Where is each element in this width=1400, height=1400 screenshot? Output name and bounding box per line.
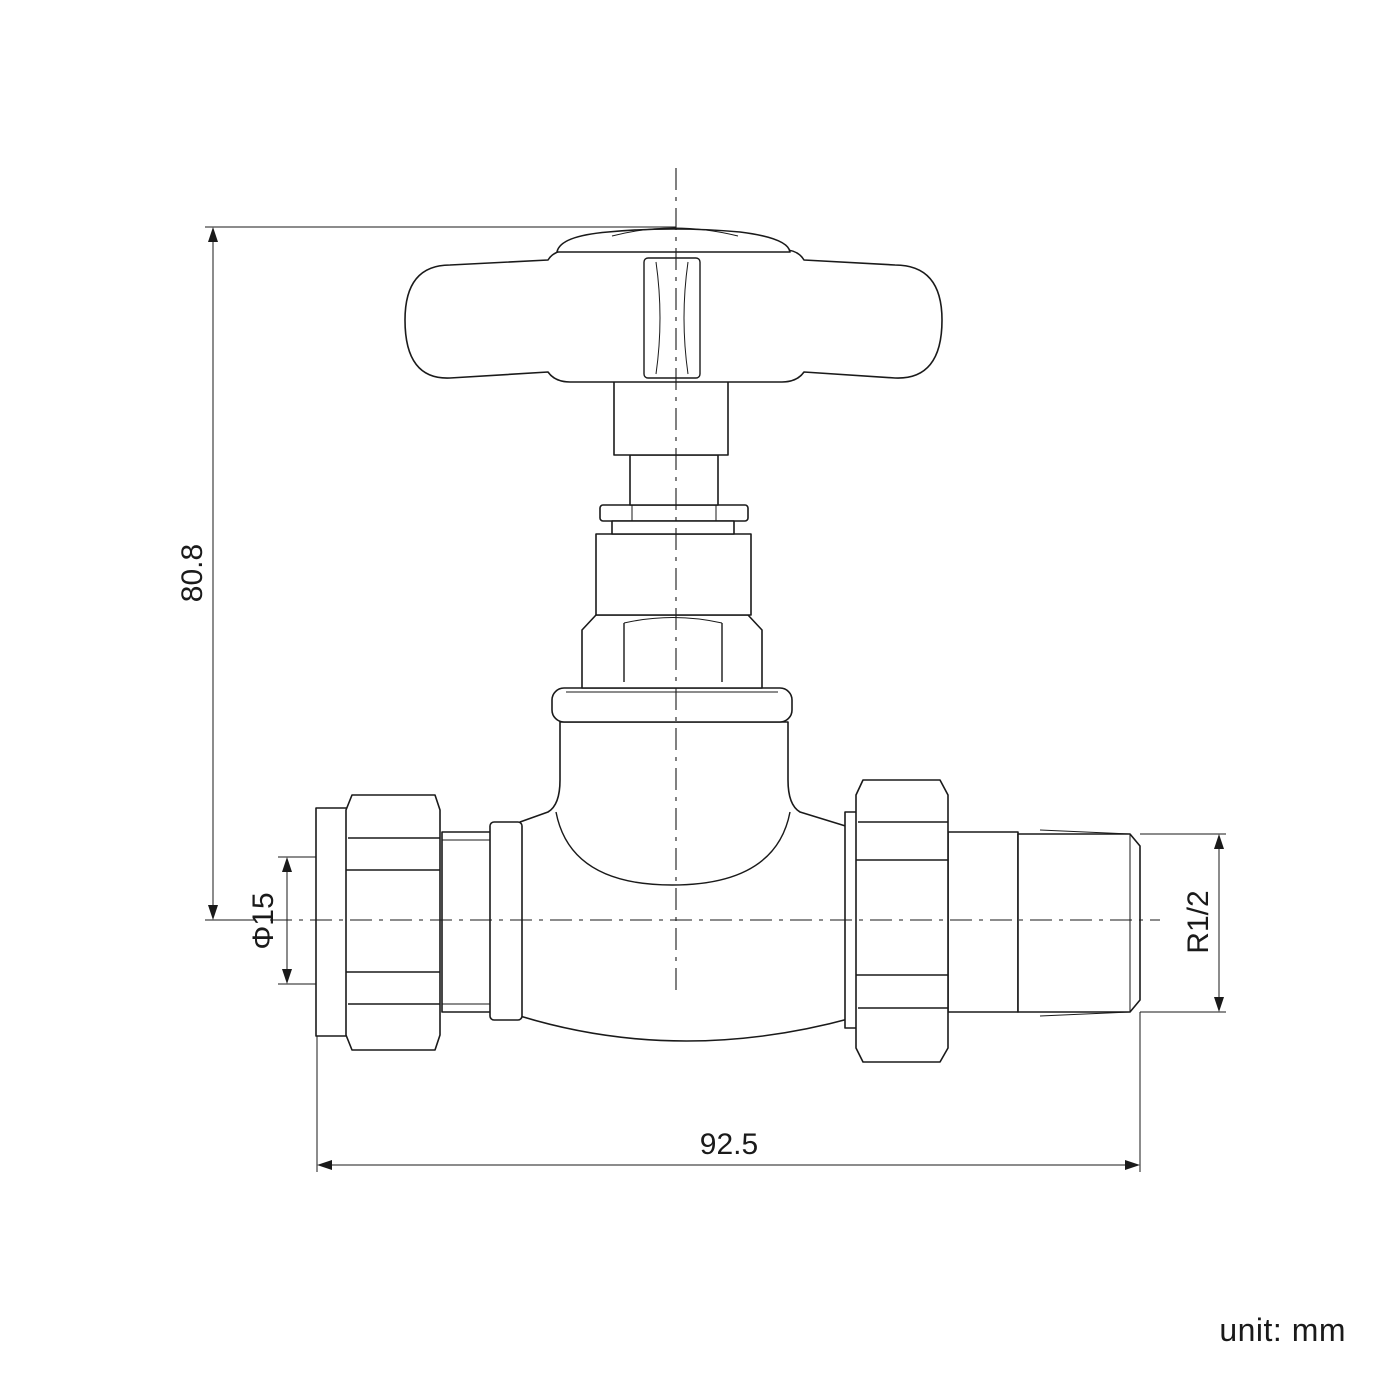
pipe-diameter-label: Φ15 <box>247 892 280 949</box>
left-compression-fitting <box>315 794 523 1051</box>
thread-dimension: R1/2 <box>1140 833 1226 1013</box>
bonnet-assembly <box>581 377 763 689</box>
crosshead-handle <box>404 227 943 383</box>
pipe-diameter-dimension: Φ15 <box>247 856 316 985</box>
unit-note: unit: mm <box>1219 1312 1346 1348</box>
width-dimension-label: 92.5 <box>700 1128 758 1161</box>
height-dimension-label: 80.8 <box>176 544 209 602</box>
width-dimension: 92.5 <box>316 1012 1141 1172</box>
height-dimension: 80.8 <box>176 226 676 921</box>
valve-body <box>519 687 853 1042</box>
right-union-fitting <box>844 779 1141 1063</box>
thread-dimension-label: R1/2 <box>1182 890 1215 953</box>
